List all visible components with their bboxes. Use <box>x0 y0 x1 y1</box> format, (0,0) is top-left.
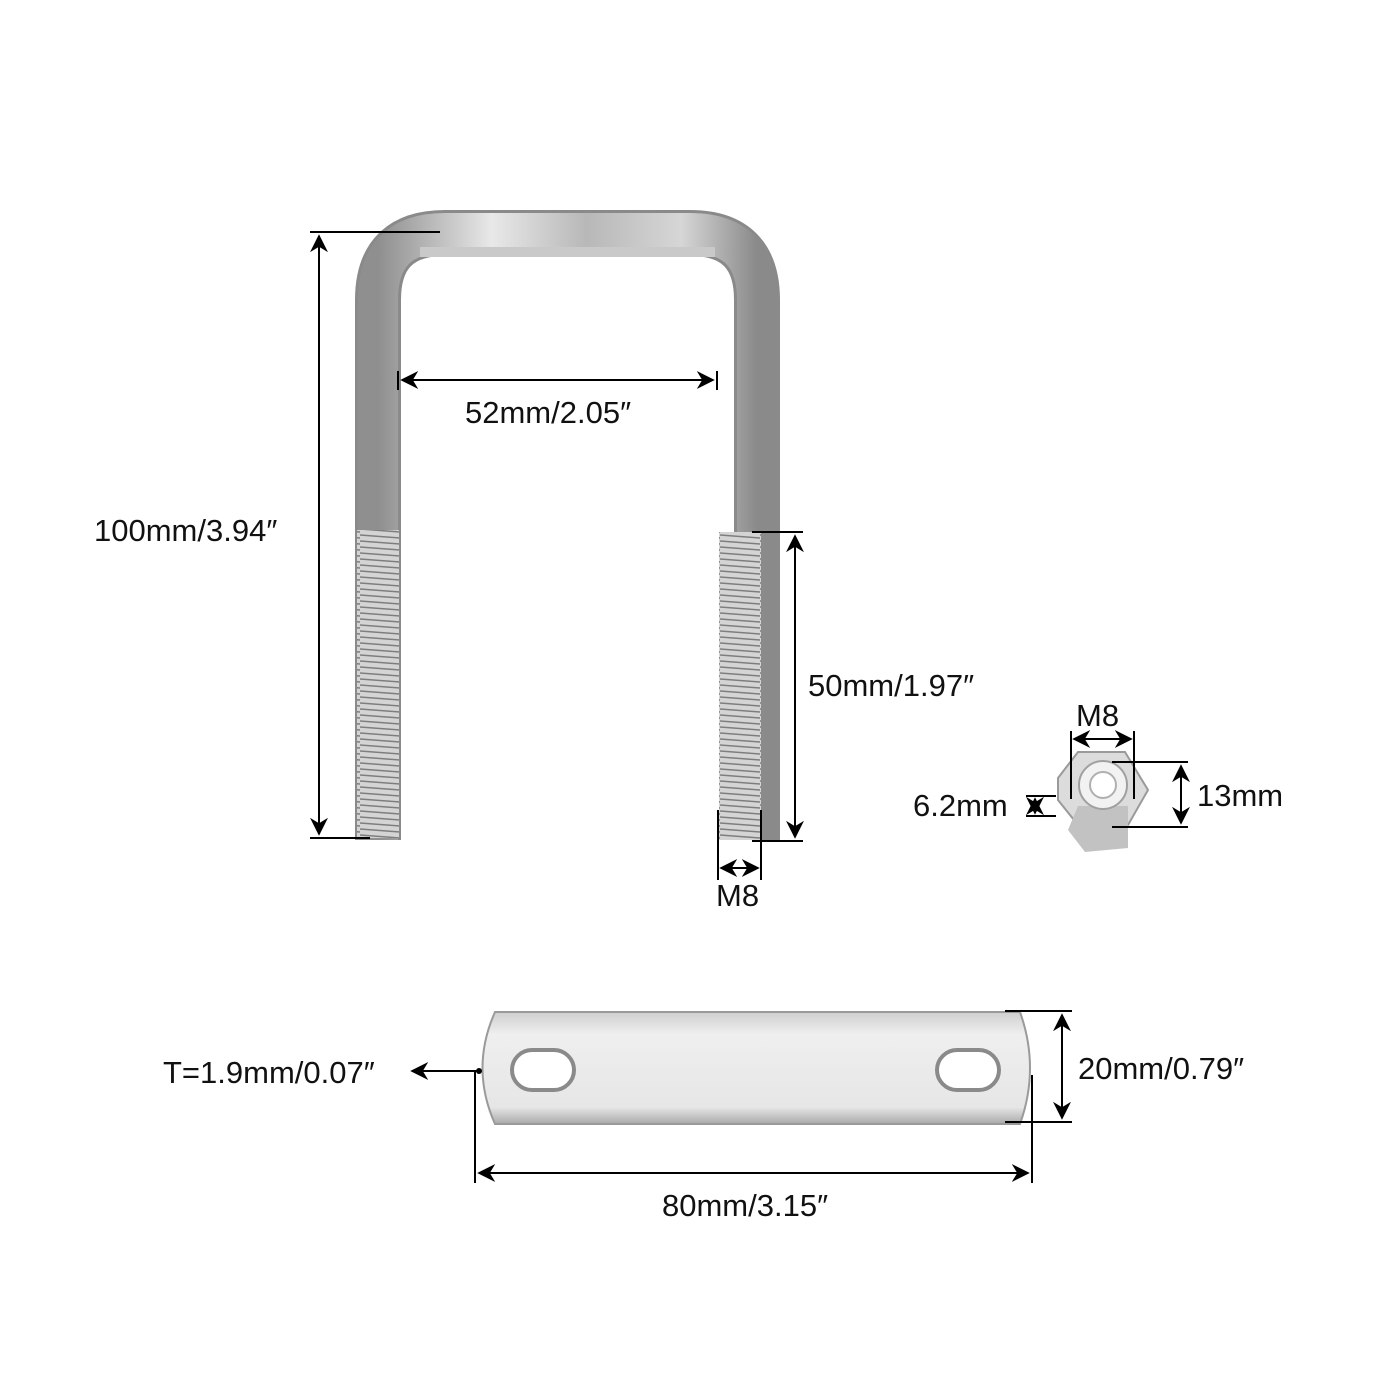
nut-width-label: 13mm <box>1197 778 1284 813</box>
bolt-thread-size-label: M8 <box>716 878 760 913</box>
nut-thread-size-label: M8 <box>1076 698 1120 733</box>
left-thread <box>357 530 399 838</box>
right-thread <box>719 532 761 840</box>
dimension-lines <box>310 231 1190 1183</box>
hex-nut-image <box>1057 751 1150 852</box>
plate-length-label: 80mm/3.15″ <box>662 1188 829 1223</box>
plate-thickness-label: T=1.9mm/0.07″ <box>163 1055 375 1090</box>
backing-plate-image <box>481 1011 1031 1125</box>
nut-thickness-label: 6.2mm <box>913 788 1008 823</box>
overall-length-label: 100mm/3.94″ <box>94 513 278 548</box>
inner-width-label: 52mm/2.05″ <box>465 395 632 430</box>
thread-length-label: 50mm/1.97″ <box>808 668 975 703</box>
u-bolt-image <box>355 210 780 840</box>
plate-width-label: 20mm/0.79″ <box>1078 1051 1245 1086</box>
